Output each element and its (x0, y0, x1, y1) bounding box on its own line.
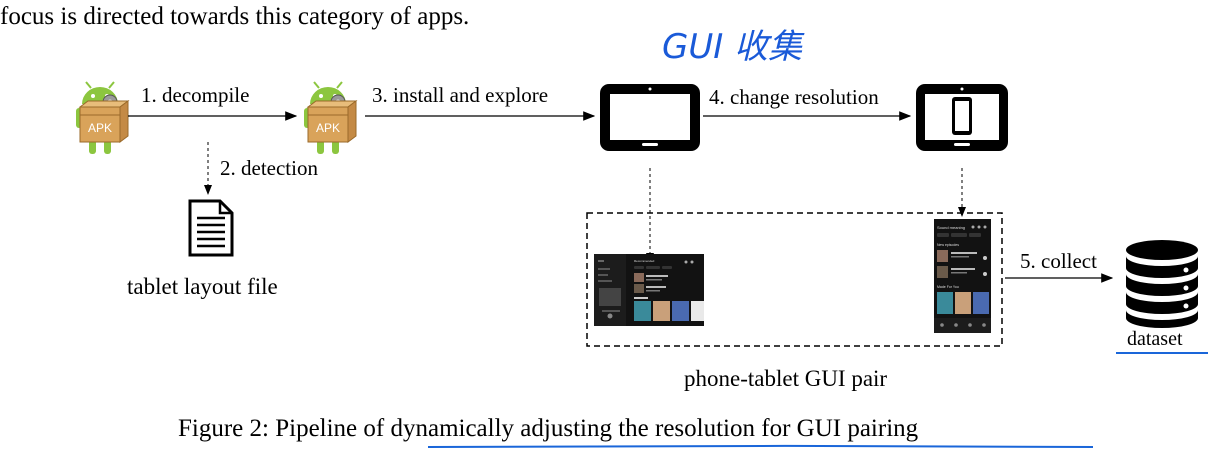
dataset-label: dataset (1127, 328, 1183, 350)
step-decompile-label: 1. decompile (141, 83, 250, 107)
apk-label: APK (88, 121, 112, 135)
phone-screen-section-1: New episodes (937, 243, 959, 247)
figure-caption: Figure 2: Pipeline of dynamically adjust… (178, 415, 919, 442)
step-install-label: 3. install and explore (372, 83, 549, 107)
database-icon (1126, 240, 1198, 328)
caption-underline (427, 444, 1094, 448)
tablet-screen-title: Recommended (634, 259, 655, 263)
document-icon (188, 199, 234, 257)
step-collect-label: 5. collect (1020, 249, 1097, 273)
apk-label: APK (316, 121, 340, 135)
step-detection-label: 2. detection (220, 156, 318, 180)
android-apk-icon: APK (303, 81, 357, 155)
phone-screen-section-2: Made For You (937, 285, 959, 289)
gui-pair-label: phone-tablet GUI pair (684, 366, 888, 391)
header-text: focus is directed towards this category … (0, 3, 470, 30)
phone-screenshot: Sound meaning New episodes Made For You (934, 219, 991, 333)
step-resolution-label: 4. change resolution (709, 85, 879, 109)
tablet-icon (600, 84, 700, 151)
gui-pair-box (586, 212, 1003, 347)
tablet-screenshot: Recommended (594, 254, 704, 326)
android-apk-icon: APK (75, 81, 129, 155)
handwritten-note: GUI 收集 (662, 27, 803, 67)
phone-screen-title: Sound meaning (937, 225, 965, 230)
tablet-phone-resolution-icon (916, 84, 1008, 151)
layout-file-label: tablet layout file (127, 274, 278, 299)
